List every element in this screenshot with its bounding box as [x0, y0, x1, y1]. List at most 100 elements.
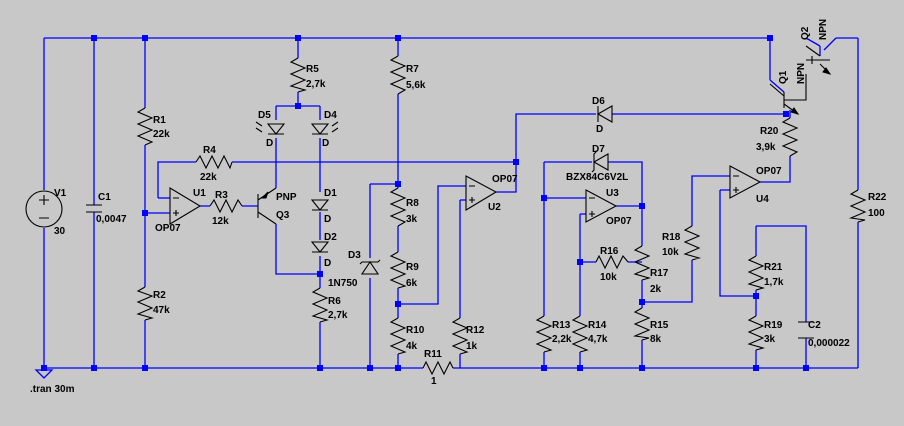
d1-ref: D1: [324, 188, 337, 199]
d7-ref: D7: [592, 144, 605, 155]
resistor-r6[interactable]: [311, 287, 330, 323]
u2-ref: U2: [488, 202, 501, 213]
zener-d7[interactable]: [591, 151, 609, 173]
d1-model: D: [324, 214, 331, 225]
d4-model: D: [322, 138, 329, 149]
q3-model: PNP: [276, 192, 297, 203]
transistor-q1[interactable]: [769, 74, 807, 115]
tran-directive: .tran 30m: [30, 384, 75, 395]
resistor-r18[interactable]: [683, 225, 702, 261]
resistor-r9[interactable]: [389, 251, 407, 289]
resistor-r2[interactable]: [136, 286, 155, 321]
q1-ref: Q1: [778, 70, 789, 84]
r12-value: 1k: [466, 341, 478, 352]
d3-ref: D3: [348, 250, 361, 261]
resistor-r17[interactable]: [633, 245, 652, 281]
r4-value: 22k: [200, 172, 217, 183]
diode-d2[interactable]: [310, 241, 330, 253]
opamp-u1[interactable]: [169, 187, 202, 225]
r3-value: 12k: [212, 216, 229, 227]
resistor-r1[interactable]: [136, 107, 154, 146]
resistor-r22[interactable]: [848, 189, 867, 223]
r22-ref: R22: [868, 192, 887, 203]
junction-dots: [41, 35, 809, 371]
r20-value: 3,9k: [756, 142, 776, 153]
r17-value: 2k: [650, 284, 662, 295]
r20-ref: R20: [760, 126, 779, 137]
r1-value: 22k: [153, 129, 170, 140]
resistor-r12[interactable]: [451, 317, 469, 355]
resistor-r7[interactable]: [389, 55, 407, 95]
r6-value: 2,7k: [328, 310, 348, 321]
opamp-u2[interactable]: [465, 175, 498, 211]
c1-ref: C1: [98, 192, 111, 203]
d6-ref: D6: [592, 96, 605, 107]
r8-ref: R8: [406, 198, 419, 209]
resistor-r20[interactable]: [781, 117, 799, 157]
u4-model: OP07: [756, 166, 782, 177]
r5-value: 2,7k: [306, 79, 326, 90]
d2-ref: D2: [324, 232, 337, 243]
u1-model: OP07: [155, 223, 181, 234]
resistor-r14[interactable]: [571, 315, 589, 353]
r16-value: 10k: [600, 272, 617, 283]
r12-ref: R12: [466, 325, 485, 336]
r1-ref: R1: [153, 115, 166, 126]
v1-ref: V1: [54, 188, 67, 199]
r21-ref: R21: [764, 262, 783, 273]
r13-value: 2,2k: [552, 334, 572, 345]
c2-value: 0,000022: [808, 338, 850, 349]
r8-value: 3k: [406, 214, 418, 225]
zener-d3[interactable]: [359, 259, 381, 275]
capacitor-c1[interactable]: [86, 204, 102, 213]
transistor-q3[interactable]: [257, 187, 277, 225]
led-d5[interactable]: [255, 121, 286, 135]
d5-model: D: [266, 138, 273, 149]
r14-ref: R14: [588, 320, 607, 331]
resistor-r3[interactable]: [209, 198, 243, 214]
resistor-r21[interactable]: [747, 255, 766, 291]
u3-ref: U3: [606, 188, 619, 199]
wires: [43, 37, 859, 369]
resistor-r8[interactable]: [389, 187, 407, 227]
resistor-r5[interactable]: [289, 57, 308, 93]
diode-d6[interactable]: [596, 105, 613, 123]
r22-value: 100: [868, 208, 885, 219]
r15-value: 8k: [650, 334, 662, 345]
resistor-r19[interactable]: [747, 315, 766, 351]
r5-ref: R5: [306, 64, 319, 75]
v1-value: 30: [54, 226, 66, 237]
resistor-r13[interactable]: [535, 315, 553, 353]
resistor-r4[interactable]: [195, 154, 233, 170]
resistor-r15[interactable]: [632, 307, 651, 341]
r14-value: 4,7k: [588, 334, 608, 345]
r2-value: 47k: [153, 305, 170, 316]
d6-model: D: [596, 124, 603, 135]
resistor-r16[interactable]: [595, 254, 629, 270]
transistor-q2[interactable]: [805, 45, 832, 75]
resistor-r10[interactable]: [389, 317, 407, 355]
led-d4[interactable]: [310, 121, 339, 135]
d2-model: D: [324, 258, 331, 269]
u4-ref: U4: [756, 194, 769, 205]
d7-model: BZX84C6V2L: [566, 172, 628, 183]
c2-ref: C2: [808, 320, 821, 331]
r4-ref: R4: [203, 145, 216, 156]
r11-ref: R11: [424, 349, 442, 360]
r21-value: 1,7k: [764, 277, 784, 288]
diode-d1[interactable]: [310, 199, 330, 211]
voltage-source-v1[interactable]: [25, 190, 63, 228]
r18-ref: R18: [662, 232, 681, 243]
r15-ref: R15: [650, 320, 669, 331]
c1-value: 0,0047: [96, 214, 127, 225]
r10-value: 4k: [406, 341, 418, 352]
u1-ref: U1: [193, 188, 206, 199]
capacitor-c2[interactable]: [798, 321, 814, 339]
d3-model: 1N750: [328, 278, 358, 289]
resistor-r11[interactable]: [422, 360, 454, 376]
r11-value: 1: [431, 376, 437, 387]
opamp-u3[interactable]: [585, 189, 618, 223]
opamp-u4[interactable]: [729, 165, 762, 199]
ground-symbol: [34, 369, 54, 379]
